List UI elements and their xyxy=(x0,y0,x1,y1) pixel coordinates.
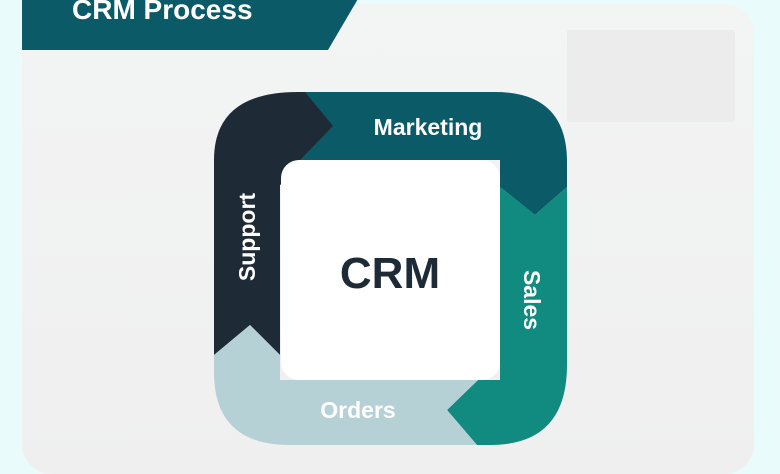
label-sales: Sales xyxy=(519,270,545,330)
label-orders: Orders xyxy=(320,397,395,423)
segment-orders xyxy=(214,325,478,445)
label-support: Support xyxy=(234,193,260,281)
placeholder-panel xyxy=(567,30,735,122)
page-title: CRM Process xyxy=(72,0,253,25)
center-label: CRM xyxy=(340,249,440,298)
segment-marketing xyxy=(300,92,567,215)
title-banner xyxy=(22,0,362,50)
center-square xyxy=(281,160,500,380)
label-marketing: Marketing xyxy=(374,114,483,140)
segment-sales xyxy=(447,187,567,445)
crm-cycle-diagram: CRM Marketing Sales Orders Support xyxy=(214,92,567,445)
